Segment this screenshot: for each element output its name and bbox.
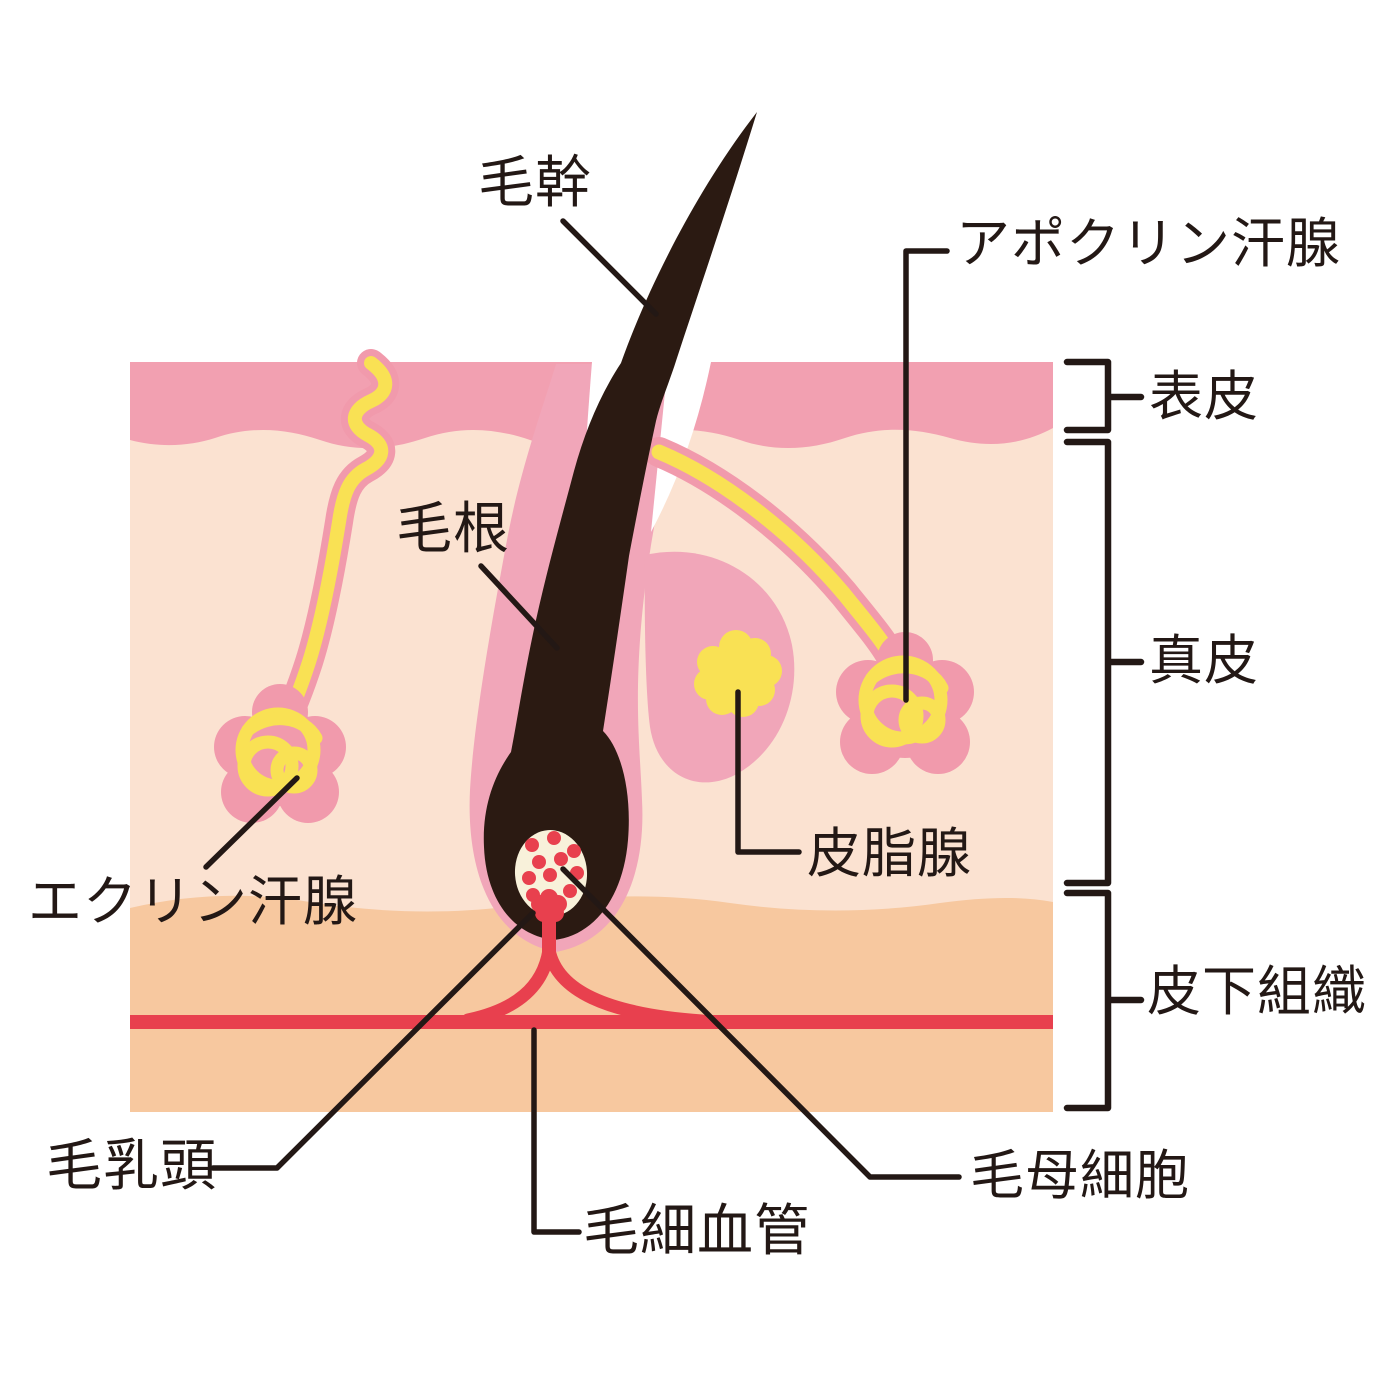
sebaceous-gland <box>644 551 795 783</box>
label-epidermis: 表皮 <box>1149 365 1259 428</box>
leader-hair-root <box>478 563 560 651</box>
sebaceous-lobe <box>694 630 782 717</box>
label-hair-root: 毛根 <box>396 497 510 562</box>
label-hair-matrix-cells: 毛母細胞 <box>970 1144 1190 1207</box>
bracket-subcutaneous <box>1063 889 1145 1112</box>
leader-lines <box>203 218 962 1235</box>
label-capillary: 毛細血管 <box>583 1199 811 1264</box>
layer-brackets <box>1063 358 1145 1112</box>
apocrine-coil <box>836 632 974 774</box>
leader-papilla <box>210 910 536 1171</box>
label-hair-shaft: 毛幹 <box>478 151 592 216</box>
apocrine-duct <box>651 444 901 668</box>
leader-sebaceous <box>735 689 802 855</box>
leader-capillary <box>531 1027 582 1235</box>
label-subcutaneous-tissue: 皮下組織 <box>1147 960 1367 1023</box>
label-apocrine-sweat-gland: アポクリン汗腺 <box>956 212 1341 275</box>
leader-eccrine <box>203 775 300 870</box>
eccrine-coil <box>214 684 346 823</box>
label-dermis: 真皮 <box>1149 629 1259 692</box>
apocrine-sweat-gland <box>644 437 974 774</box>
label-hair-papilla: 毛乳頭 <box>46 1134 217 1199</box>
label-eccrine-sweat-gland: エクリン汗腺 <box>28 870 358 933</box>
leader-matrix <box>560 866 962 1180</box>
eccrine-duct <box>275 356 393 737</box>
label-sebaceous-gland: 皮脂腺 <box>807 822 972 885</box>
blood-vessels <box>130 899 1053 1029</box>
eccrine-sweat-gland <box>214 349 400 823</box>
matrix-cells <box>522 831 584 902</box>
leader-apocrine <box>903 248 950 703</box>
bracket-dermis <box>1063 438 1145 887</box>
hair-shaft <box>483 112 757 940</box>
leader-hair-shaft <box>560 218 659 317</box>
bracket-epidermis <box>1063 358 1145 434</box>
